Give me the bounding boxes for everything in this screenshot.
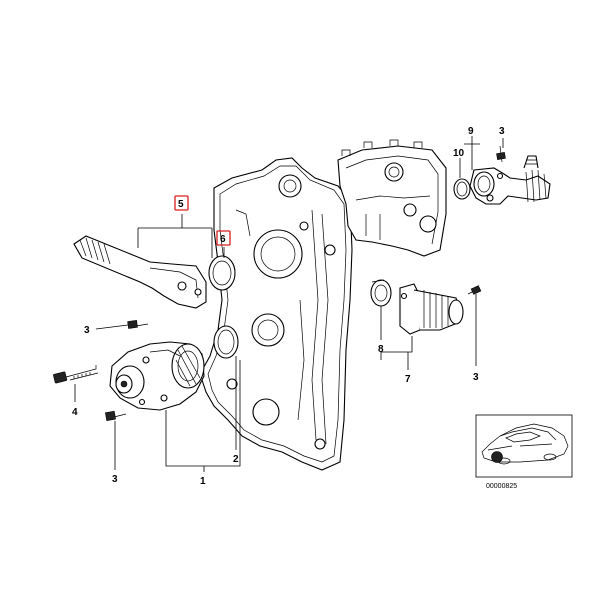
gasket-ring-part-2: [213, 325, 239, 359]
callout-8[interactable]: 8: [378, 344, 384, 355]
callout-3-left[interactable]: 3: [84, 325, 90, 336]
bolt-top-right: [496, 145, 506, 163]
callout-5-highlight: [174, 195, 189, 211]
callout-lines: [74, 136, 504, 472]
bolt-left-part-3: [127, 319, 149, 329]
water-hose-flange-part-7: [399, 283, 464, 335]
engine-timing-cover: [199, 139, 447, 471]
callout-10[interactable]: 10: [453, 148, 465, 159]
long-bolt-part-4: [53, 365, 99, 384]
callout-6[interactable]: 6: [220, 234, 226, 245]
callout-4[interactable]: 4: [72, 407, 78, 418]
callout-7[interactable]: 7: [405, 374, 411, 385]
callout-3-bottom[interactable]: 3: [112, 474, 118, 485]
vehicle-location-thumbnail: 00000825: [475, 414, 573, 490]
callout-labels: 5 6 3 4 3 1 2 8 7 3 9 10 3: [72, 126, 505, 487]
water-pump-part-1: [109, 341, 205, 411]
o-ring-part-6: [208, 255, 236, 291]
sealing-ring-part-8: [370, 279, 392, 307]
diagram-reference-code: 00000825: [486, 483, 517, 490]
bolt-right-part-3: [467, 285, 482, 295]
bolt-bottom-part-3: [105, 410, 127, 421]
callout-5[interactable]: 5: [178, 199, 184, 210]
callout-2[interactable]: 2: [233, 454, 239, 465]
engine-location-marker-icon: [491, 451, 503, 463]
callout-9[interactable]: 9: [468, 126, 474, 137]
callout-3-right[interactable]: 3: [473, 372, 479, 383]
callout-1[interactable]: 1: [200, 476, 206, 487]
callout-6-highlight: [216, 230, 231, 246]
o-ring-part-10: [453, 178, 471, 200]
coolant-pipe-part-5: [73, 235, 207, 309]
thermostat-housing-part-9: [469, 155, 551, 205]
callout-3-top-right[interactable]: 3: [499, 126, 505, 137]
car-icon: [481, 423, 569, 465]
